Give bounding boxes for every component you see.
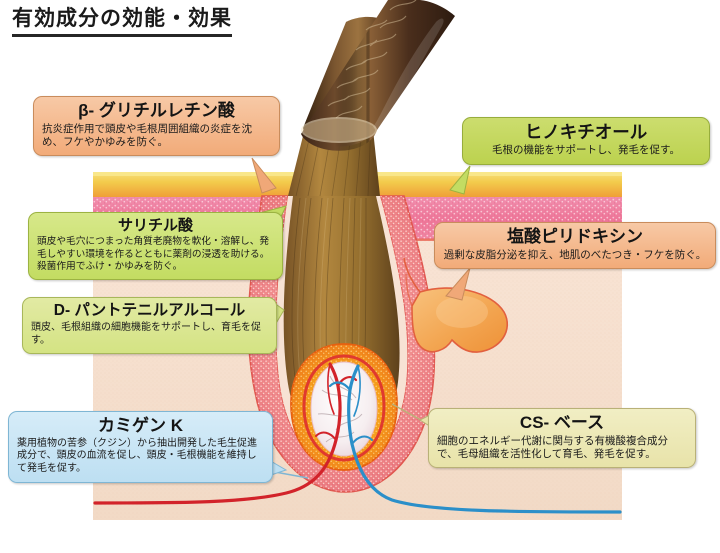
callout-d-panthenol: D- パントテニルアルコール 頭皮、毛根組織の細胞機能をサポートし、育毛を促す。 <box>22 297 277 355</box>
callout-kamigen-k: カミゲン K 薬用植物の苦参（クジン）から抽出開発した毛生促進成分で、頭皮の血流… <box>8 411 273 483</box>
leader-pyridoxine <box>445 267 471 301</box>
callout-cs-base: CS- ベース 細胞のエネルギー代謝に関与する有機酸複合成分で、毛母組織を活性化… <box>428 408 696 469</box>
callout-hinokitiol: ヒノキチオール 毛根の機能をサポートし、発毛を促す。 <box>462 117 710 165</box>
callout-body: 頭皮、毛根組織の細胞機能をサポートし、育毛を促す。 <box>31 321 261 346</box>
callout-title: サリチル酸 <box>117 217 193 234</box>
page-title: 有効成分の効能・効果 <box>12 6 232 38</box>
sebaceous-gland <box>403 257 509 353</box>
callout-body: 過剰な皮脂分泌を抑え、地肌のべたつき・フケを防ぐ。 <box>443 248 707 261</box>
callout-title: ヒノキチオール <box>524 122 648 142</box>
callout-body: 頭皮や毛穴につまった角質老廃物を軟化・溶解し、発毛しやすい環境を作るとともに薬剤… <box>37 236 270 273</box>
callout-title: β- グリチルレチン酸 <box>78 101 235 120</box>
leader-hinokitiol <box>449 165 471 195</box>
callout-beta-glycyrrhetinic-acid: β- グリチルレチン酸 抗炎症作用で頭皮や毛根周囲組織の炎症を沈め、フケやかゆみ… <box>33 96 280 157</box>
callout-body: 毛根の機能をサポートし、発毛を促す。 <box>492 144 680 157</box>
dermal-papilla <box>310 361 378 457</box>
vein <box>347 364 622 514</box>
callout-body: 抗炎症作用で頭皮や毛根周囲組織の炎症を沈め、フケやかゆみを防ぐ。 <box>42 122 252 148</box>
leader-beta <box>251 157 277 194</box>
callout-body: 薬用植物の苦参（クジン）から抽出開発した毛生促進成分で、頭皮の血流を促し、頭皮・… <box>17 437 257 475</box>
callout-salicylic-acid: サリチル酸 頭皮や毛穴につまった角質老廃物を軟化・溶解し、発毛しやすい環境を作る… <box>28 212 283 281</box>
hair-bulb <box>290 343 398 471</box>
callout-title: CS- ベース <box>519 413 605 432</box>
callout-title: D- パントテニルアルコール <box>53 302 246 319</box>
hair-shaft <box>288 0 455 197</box>
blood-vessels <box>93 362 622 514</box>
callout-pyridoxine-hydrochloride: 塩酸ピリドキシン 過剰な皮脂分泌を抑え、地肌のべたつき・フケを防ぐ。 <box>434 222 716 269</box>
callout-title: 塩酸ピリドキシン <box>507 227 643 246</box>
callout-body: 細胞のエネルギー代謝に関与する有機酸複合成分で、毛母組織を活性化して育毛、発毛を… <box>437 434 668 460</box>
callout-title: カミゲン K <box>98 416 183 435</box>
